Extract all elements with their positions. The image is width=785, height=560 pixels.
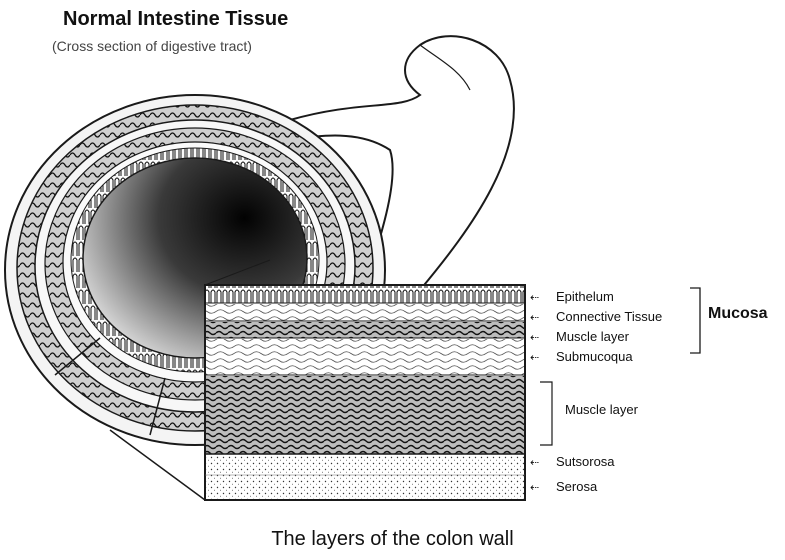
diagram-caption: The layers of the colon wall [0, 528, 785, 551]
connective-tissue-pointer: ⇠ [530, 311, 539, 324]
serosa-pointer: ⇠ [530, 481, 539, 494]
subserosa-pointer: ⇠ [530, 456, 539, 469]
label-connective-tissue: Connective Tissue [556, 309, 662, 324]
label-mucosa: Mucosa [708, 305, 768, 323]
label-serosa: Serosa [556, 479, 597, 494]
tissue-block [205, 285, 525, 500]
label-subserosa: Sutsorosa [556, 454, 615, 469]
submucosa-pointer: ⇠ [530, 351, 539, 364]
mucosa-bracket [690, 288, 700, 353]
muscle-layer-mucosa-pointer: ⇠ [530, 331, 539, 344]
label-muscle-layer: Muscle layer [565, 402, 638, 417]
label-epithelium: Epithelum [556, 289, 614, 304]
epithelium-pointer: ⇠ [530, 291, 539, 304]
label-muscle-layer-mucosa: Muscle layer [556, 329, 629, 344]
muscle-layer-bracket [540, 382, 552, 445]
label-submucosa: Submucoqua [556, 349, 633, 364]
